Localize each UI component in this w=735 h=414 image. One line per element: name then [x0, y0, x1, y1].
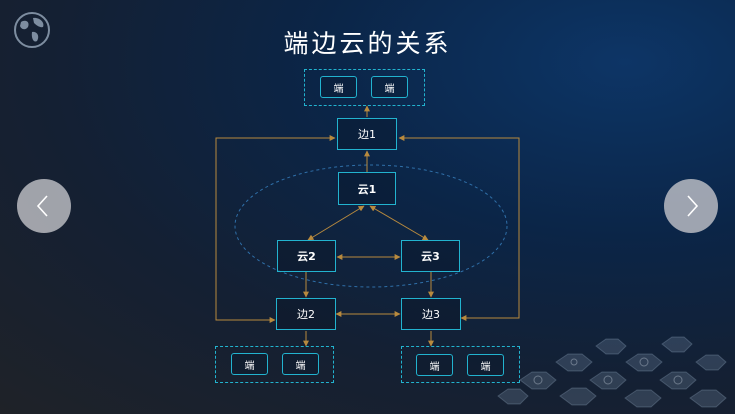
previous-slide-button[interactable] [17, 179, 71, 233]
cloud-ellipse [234, 164, 508, 288]
loop-edge1-edge2 [215, 135, 336, 321]
arrow-cloud1-cloud3 [369, 205, 429, 241]
arrow-cloud1-cloud2 [307, 205, 365, 241]
node-edge1: 边1 [337, 118, 397, 150]
next-slide-button[interactable] [664, 179, 718, 233]
node-cloud1: 云1 [338, 172, 396, 205]
terminal-chip: 端 [231, 353, 268, 375]
terminal-group-bottom-left [215, 346, 334, 383]
terminal-chip: 端 [282, 353, 319, 375]
terminal-chip: 端 [371, 76, 408, 98]
node-cloud2: 云2 [277, 240, 336, 272]
node-cloud3: 云3 [401, 240, 460, 272]
terminal-chip: 端 [320, 76, 357, 98]
loop-edge1-edge3 [398, 135, 520, 319]
globe-icon [14, 12, 50, 48]
chevron-right-icon [687, 195, 699, 217]
terminal-chip: 端 [467, 354, 504, 376]
node-edge2: 边2 [276, 298, 336, 330]
chevron-left-icon [36, 195, 48, 217]
node-edge3: 边3 [401, 298, 461, 330]
terminal-chip: 端 [416, 354, 453, 376]
terminal-group-bottom-right [401, 346, 520, 383]
terminal-group-top [304, 69, 425, 106]
slide-title: 端边云的关系 [283, 29, 452, 58]
